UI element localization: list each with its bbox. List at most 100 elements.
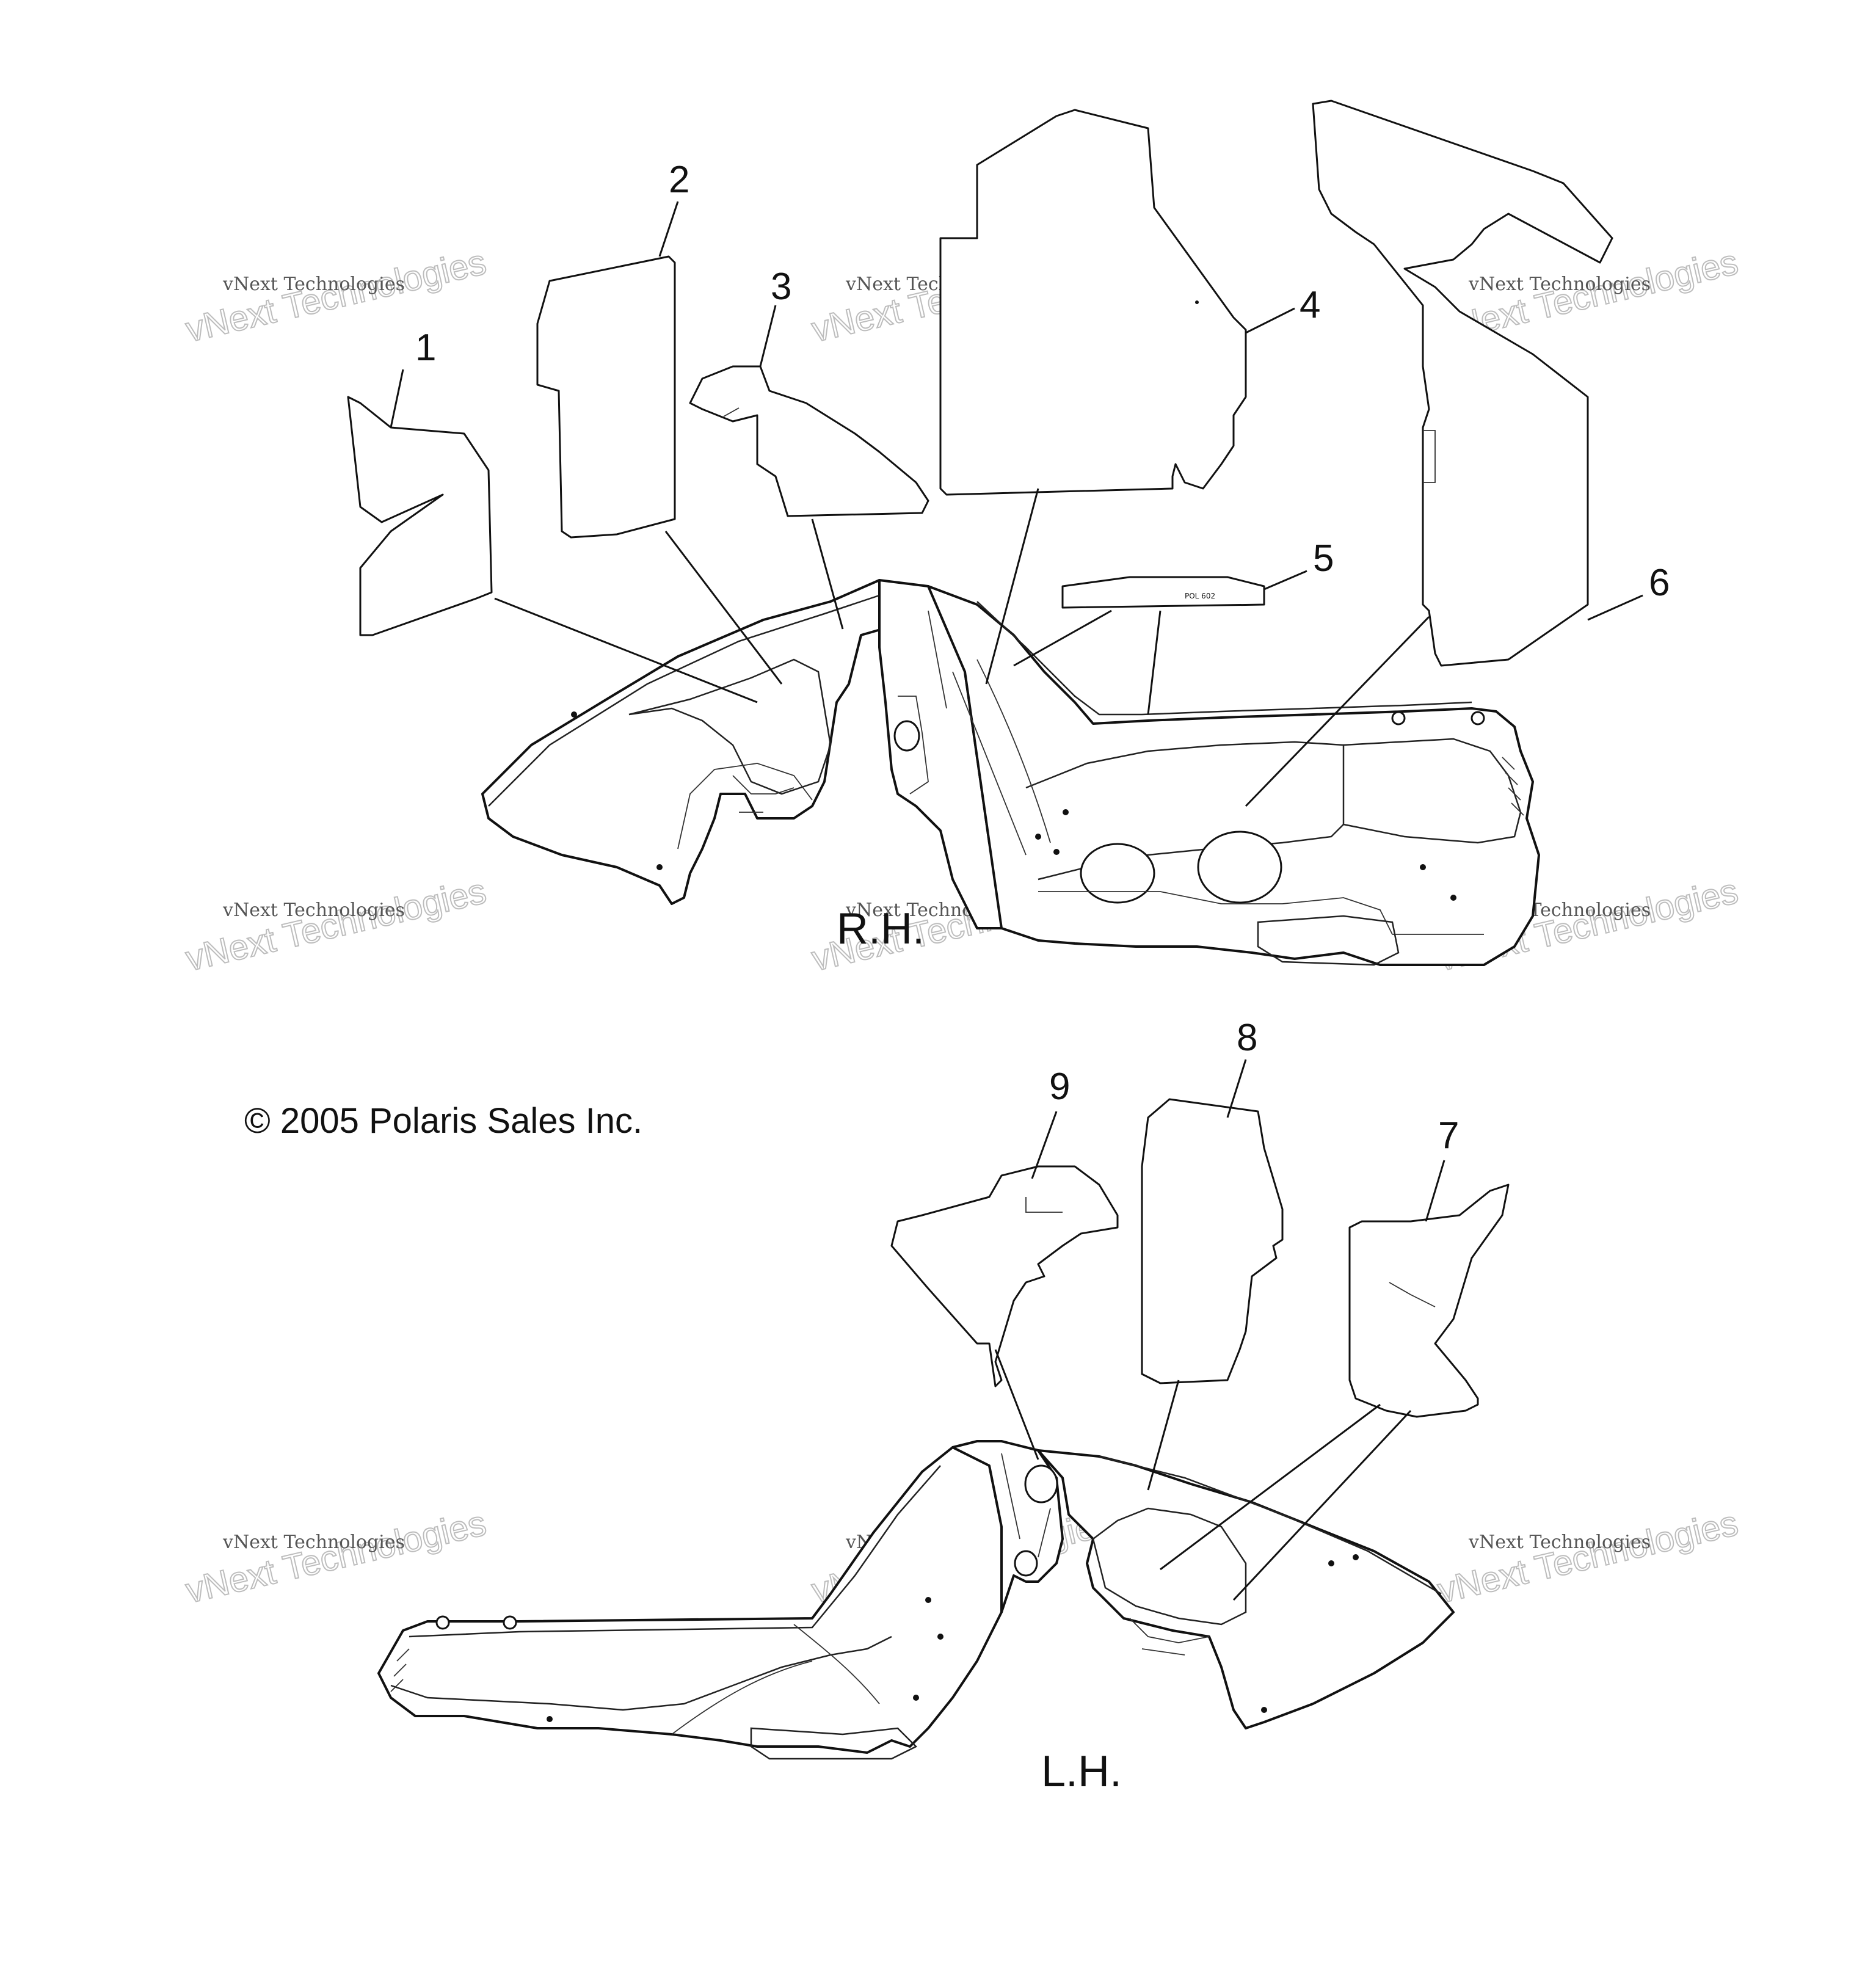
lh-rivet bbox=[1328, 1560, 1334, 1566]
leader-8 bbox=[1226, 1059, 1247, 1118]
part-3-cut bbox=[723, 407, 740, 417]
leader-3-target bbox=[811, 518, 844, 630]
part-5-decal-print: POL 602 bbox=[1185, 592, 1215, 600]
rh-tower-detail bbox=[898, 610, 947, 794]
callout-1: 1 bbox=[415, 327, 436, 369]
leader-9 bbox=[1031, 1111, 1058, 1179]
lh-grommet bbox=[435, 1615, 450, 1630]
leader-2-target bbox=[664, 531, 783, 685]
rh-fender-wheel-arch bbox=[677, 763, 813, 849]
part-2-decal bbox=[536, 255, 676, 539]
rh-rivet bbox=[1420, 864, 1426, 870]
rh-rivet bbox=[1063, 809, 1069, 815]
rh-side-label: R.H. bbox=[837, 904, 925, 953]
lh-fender-bracket bbox=[1129, 1618, 1210, 1656]
rh-rivet bbox=[1035, 834, 1041, 840]
rh-grommet bbox=[1391, 711, 1406, 725]
leader-2 bbox=[658, 201, 679, 257]
watermark-small: vNext Technologies bbox=[1468, 1532, 1651, 1553]
callout-7: 7 bbox=[1438, 1114, 1459, 1157]
callout-4: 4 bbox=[1300, 284, 1320, 326]
rh-rivet bbox=[1053, 849, 1060, 855]
lh-assembly: 9 8 7 L.H. bbox=[377, 1017, 1510, 1796]
lh-running-board-edge bbox=[409, 1465, 941, 1638]
part-9-decal bbox=[890, 1165, 1119, 1387]
rh-rivet bbox=[571, 711, 577, 718]
part-6-decal bbox=[1312, 100, 1613, 667]
rh-wheel-opening-front bbox=[1080, 843, 1155, 904]
leader-7 bbox=[1425, 1160, 1445, 1222]
lh-footrest bbox=[750, 1727, 918, 1760]
rh-running-board-edge bbox=[976, 601, 1472, 716]
leader-5 bbox=[1263, 570, 1307, 591]
lh-grommet bbox=[503, 1615, 517, 1630]
leader-1-target bbox=[494, 597, 758, 704]
watermark-large: vNext Technologies bbox=[1434, 1503, 1742, 1610]
rh-rivet bbox=[656, 864, 663, 870]
watermark-small: vNext Technologies bbox=[1468, 274, 1651, 295]
leader-6-target bbox=[1245, 616, 1430, 807]
callout-8: 8 bbox=[1237, 1017, 1257, 1059]
watermark-large: vNext Technologies bbox=[182, 242, 490, 349]
rh-fender-edge bbox=[488, 594, 880, 807]
leader-5-target-a bbox=[1013, 609, 1112, 667]
leader-1 bbox=[390, 369, 404, 428]
lh-side-label: L.H. bbox=[1041, 1747, 1122, 1796]
rh-fender-bracket bbox=[732, 775, 794, 813]
leader-7-target-a bbox=[1160, 1403, 1381, 1571]
rh-wheel-opening-rear bbox=[1197, 831, 1282, 904]
part-8-decal bbox=[1141, 1098, 1284, 1384]
lh-tower-detail bbox=[1001, 1453, 1051, 1558]
leader-6 bbox=[1587, 594, 1643, 621]
rh-tower-mount-hole bbox=[893, 720, 920, 752]
part-4-decal bbox=[939, 109, 1247, 496]
watermark-small: vNext Technologies bbox=[222, 274, 405, 295]
lh-rivet bbox=[937, 1634, 943, 1640]
leader-4 bbox=[1245, 307, 1295, 334]
leader-7-target-b bbox=[1232, 1409, 1412, 1601]
lh-rivet bbox=[1353, 1554, 1359, 1560]
part-9-cut bbox=[1025, 1197, 1063, 1213]
callout-2: 2 bbox=[669, 159, 689, 201]
leader-3 bbox=[759, 305, 777, 367]
watermark-large: vNext Technologies bbox=[182, 1503, 490, 1610]
lh-seat-contour bbox=[671, 1624, 880, 1735]
part-7-cut bbox=[1389, 1282, 1436, 1307]
watermark-small: vNext Technologies bbox=[222, 1532, 405, 1553]
part-3-decal bbox=[689, 365, 929, 517]
callout-6: 6 bbox=[1649, 562, 1670, 604]
leader-8-target bbox=[1147, 1380, 1180, 1491]
callout-5: 5 bbox=[1313, 537, 1334, 580]
lh-rivet bbox=[913, 1695, 919, 1701]
leader-9-target bbox=[994, 1349, 1039, 1460]
lh-rivet bbox=[547, 1716, 553, 1722]
lh-fender-edge bbox=[1099, 1455, 1442, 1595]
callout-9: 9 bbox=[1049, 1066, 1070, 1108]
part-4-mark bbox=[1195, 300, 1199, 304]
part-5-decal bbox=[1061, 576, 1265, 609]
rh-fender-inner-well bbox=[628, 658, 832, 795]
part-6-notch bbox=[1423, 430, 1436, 483]
rh-grommet bbox=[1471, 711, 1485, 725]
rh-rear-fender-vent bbox=[1502, 757, 1524, 816]
lh-tower-cap bbox=[1024, 1464, 1058, 1503]
rh-rivet bbox=[1450, 895, 1456, 901]
lh-rear-fender-vent bbox=[390, 1648, 410, 1692]
lh-rear-fender-hood bbox=[390, 1635, 892, 1711]
part-1-decal bbox=[347, 396, 493, 636]
rh-front-fender-body bbox=[481, 579, 905, 905]
watermark-small: vNext Technologies bbox=[222, 900, 405, 921]
lh-tower-mount-hole bbox=[1014, 1550, 1038, 1577]
watermark-large: vNext Technologies bbox=[182, 871, 490, 978]
copyright-notice: © 2005 Polaris Sales Inc. bbox=[244, 1101, 642, 1141]
lh-rivet bbox=[1261, 1707, 1267, 1713]
lh-rear-fender-body bbox=[377, 1446, 1003, 1754]
rh-footrest bbox=[1257, 915, 1400, 966]
lh-rivet bbox=[925, 1597, 931, 1603]
leader-4-target bbox=[985, 488, 1039, 685]
rh-seat-contour bbox=[952, 659, 1051, 856]
leader-5-target-b bbox=[1147, 610, 1162, 715]
part-7-decal bbox=[1348, 1183, 1510, 1418]
rh-lower-panel bbox=[1038, 891, 1484, 935]
